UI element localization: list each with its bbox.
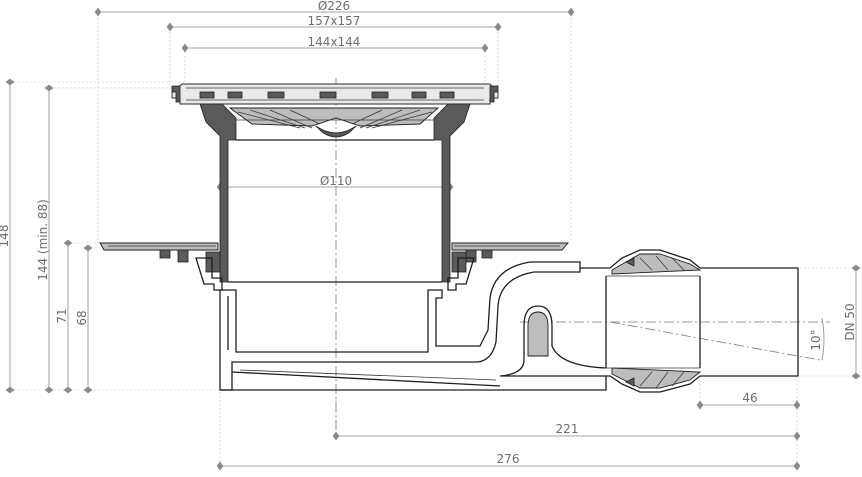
dimension-labels: Ø226 157x157 144x144 Ø110 148 144 (min. … — [0, 0, 857, 466]
label-height-71: 71 — [55, 308, 69, 323]
label-length-46: 46 — [742, 391, 757, 405]
strainer-insert — [228, 107, 440, 138]
label-grate-144: 144x144 — [308, 35, 361, 49]
label-angle-10: 10° — [809, 329, 823, 350]
grate — [171, 83, 499, 105]
outlet-pipe — [580, 249, 799, 393]
center-lines — [335, 78, 830, 430]
label-grate-157: 157x157 — [308, 14, 361, 28]
label-height-68: 68 — [75, 310, 89, 325]
label-height-148: 148 — [0, 225, 11, 248]
label-body-diameter-110: Ø110 — [320, 174, 352, 188]
sealing-flange — [99, 242, 569, 291]
label-dn-50: DN 50 — [843, 303, 857, 340]
label-diameter-226: Ø226 — [318, 0, 350, 13]
label-height-144-min-88: 144 (min. 88) — [36, 199, 50, 281]
dimension-ticks — [5, 7, 861, 471]
lower-body-trap — [219, 261, 607, 391]
label-length-276: 276 — [497, 452, 520, 466]
dimension-lines — [6, 10, 862, 470]
upper-body — [199, 103, 471, 283]
label-length-221: 221 — [556, 422, 579, 436]
